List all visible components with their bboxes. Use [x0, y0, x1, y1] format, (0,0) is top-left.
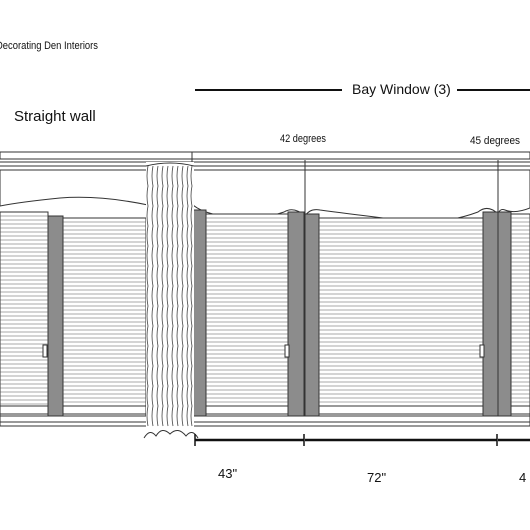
dimension-left-label: 43" [218, 466, 237, 481]
window-sill [0, 415, 530, 427]
crown-molding [0, 151, 530, 171]
angle-left-label: 42 degrees [280, 133, 326, 145]
straight-wall-label: Straight wall [14, 108, 96, 125]
dimension-middle-label: 72" [367, 470, 386, 485]
valance [0, 169, 530, 223]
angle-right-label: 45 degrees [470, 135, 520, 147]
company-name: Decorating Den Interiors [0, 40, 98, 52]
dimension-lines [194, 434, 530, 446]
window-blinds [0, 211, 530, 417]
dimension-right-label: 4 [519, 470, 526, 485]
bay-window-label: Bay Window (3) [352, 81, 451, 97]
blind-cords [42, 344, 485, 358]
drapery-panel [143, 162, 199, 439]
